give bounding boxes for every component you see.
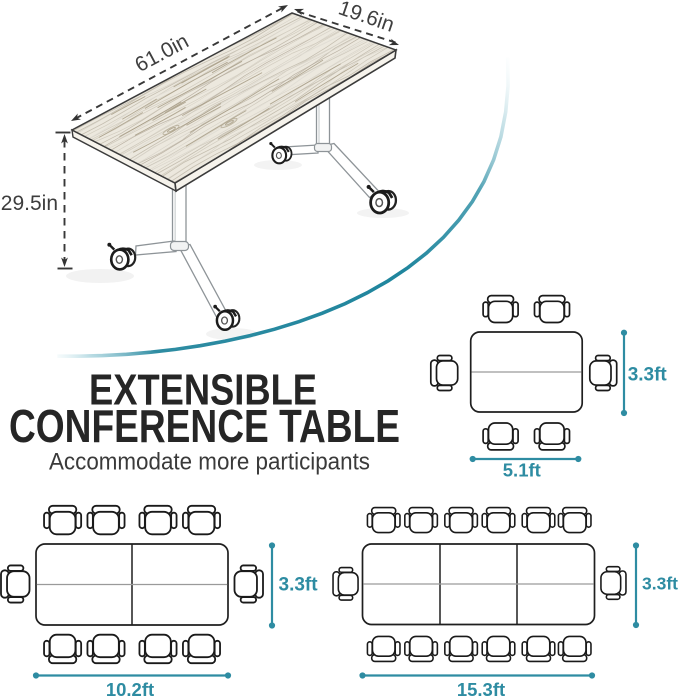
svg-text:5.1ft: 5.1ft	[503, 460, 541, 481]
svg-text:3.3ft: 3.3ft	[279, 575, 319, 596]
svg-text:3.3ft: 3.3ft	[642, 574, 678, 594]
svg-text:3.3ft: 3.3ft	[628, 365, 668, 386]
svg-text:15.3ft: 15.3ft	[457, 679, 505, 698]
svg-text:Accommodate more participants: Accommodate more participants	[49, 449, 370, 476]
svg-text:29.5in: 29.5in	[1, 192, 58, 215]
svg-text:EXTENSIBLE: EXTENSIBLE	[89, 366, 317, 415]
svg-text:CONFERENCE TABLE: CONFERENCE TABLE	[9, 400, 400, 452]
svg-text:10.2ft: 10.2ft	[106, 679, 154, 698]
